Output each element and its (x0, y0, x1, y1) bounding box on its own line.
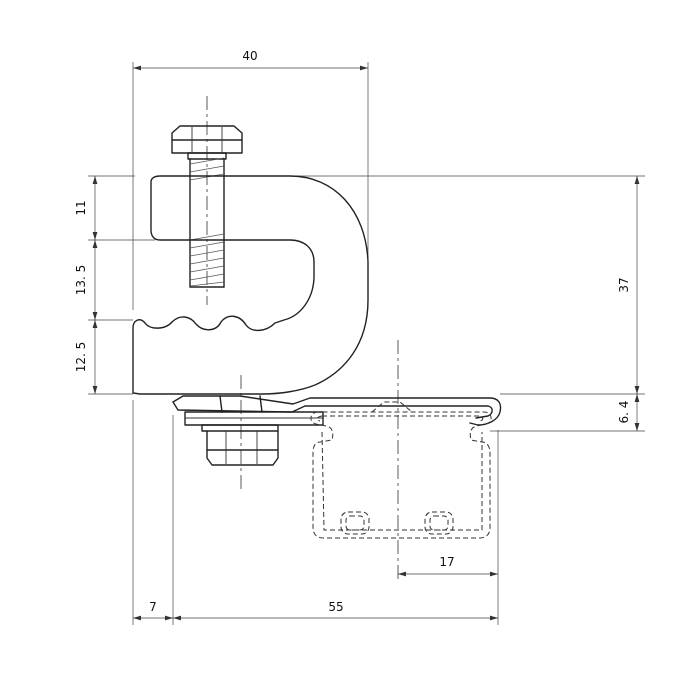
dim-base-length: 55 (328, 600, 343, 614)
dimension-lines (92, 65, 640, 621)
bolt-thread (189, 157, 225, 287)
dim-jaw-top: 11 (74, 200, 88, 215)
bottom-nut (201, 424, 279, 466)
clamp-body (132, 175, 369, 395)
center-lines (206, 96, 399, 580)
bottom-bracket (172, 395, 502, 426)
dim-total-height: 37 (617, 277, 631, 292)
dim-rail-offset: 17 (439, 555, 454, 569)
dim-top-width: 40 (242, 49, 257, 63)
dim-jaw-bottom: 12. 5 (74, 342, 88, 373)
dim-jaw-gap: 13. 5 (74, 265, 88, 296)
dim-rail-height: 6. 4 (617, 401, 631, 424)
dim-left-offset: 7 (149, 600, 157, 614)
hidden-rail (310, 401, 492, 539)
top-bolt (171, 125, 243, 288)
